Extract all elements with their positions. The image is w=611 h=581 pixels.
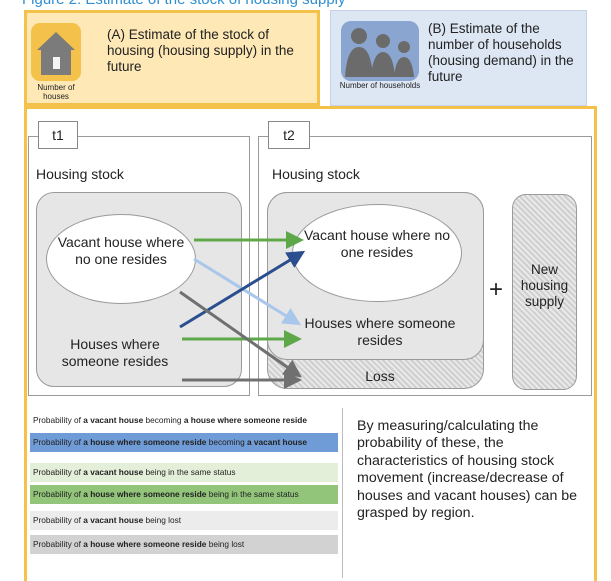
probability-row: Probability of a house where someone res…: [30, 485, 338, 504]
section-a-text: (A) Estimate of the stock of housing (ho…: [107, 27, 294, 74]
probability-emphasis: a house where someone reside: [83, 489, 207, 499]
probability-emphasis: a vacant house: [83, 415, 144, 425]
probability-emphasis: a house where someone reside: [83, 539, 207, 549]
probability-text: Probability of: [33, 437, 84, 447]
section-b-text: (B) Estimate of the number of households…: [428, 21, 574, 84]
probability-emphasis: a house where someone reside: [83, 437, 207, 447]
probability-row: Probability of a vacant house being lost: [30, 511, 338, 530]
main-frame: [24, 106, 597, 581]
t2-occupied-label: Houses where someone resides: [304, 315, 456, 348]
vacant-lost-arrow: [179, 290, 302, 378]
probability-row: Probability of a house where someone res…: [30, 535, 338, 554]
probability-text: being lost: [206, 539, 245, 549]
section-a-box: Number of houses (A) Estimate of the sto…: [24, 10, 320, 106]
t1-vacant-ellipse: [46, 214, 196, 304]
people-icon: [341, 21, 419, 81]
figure-title: Figure 2: Estimate of the stock of housi…: [22, 0, 346, 8]
t2-housing-stock-label: Housing stock: [272, 166, 360, 182]
section-b-box: Number of households (B) Estimate of the…: [330, 10, 587, 106]
vacant-to-occupied-arrow: [193, 257, 302, 326]
occupied-to-vacant-arrow: [179, 250, 306, 329]
t2-vacant-label: Vacant house where no one resides: [303, 227, 451, 260]
t1-tag: t1: [38, 121, 78, 149]
t2-loss-label: Loss: [365, 368, 395, 384]
probability-text: becoming: [206, 437, 247, 447]
main-frame-top-border: [24, 106, 597, 109]
probability-text: being lost: [143, 515, 182, 525]
house-icon: [31, 23, 81, 81]
probability-text: Probability of: [33, 489, 84, 499]
probability-text: Probability of: [33, 515, 84, 525]
probability-emphasis: a house where someone reside: [183, 415, 307, 425]
probability-text: Probability of: [33, 415, 84, 425]
t1-occupied-label: Houses where someone resides: [61, 336, 169, 369]
new-supply-label: New housing supply: [520, 262, 569, 309]
households-icon-label: Number of households: [339, 81, 421, 90]
probability-row: Probability of a vacant house being in t…: [30, 463, 338, 482]
new-supply-box: [512, 194, 577, 390]
probability-emphasis: a vacant house: [83, 515, 144, 525]
probability-text: being in the same status: [143, 467, 236, 477]
probability-emphasis: a vacant house: [83, 467, 144, 477]
probability-text: Probability of: [33, 467, 84, 477]
t1-housing-stock-label: Housing stock: [36, 166, 124, 182]
probability-text: becoming: [143, 415, 184, 425]
t1-vacant-label: Vacant house where no one resides: [57, 234, 185, 267]
houses-icon-label: Number of houses: [37, 83, 75, 101]
probability-emphasis: a vacant house: [247, 437, 307, 447]
plus-sign: +: [489, 276, 504, 303]
description-text: By measuring/calculating the probability…: [357, 418, 578, 522]
probability-row: Probability of a vacant house becoming a…: [30, 411, 338, 430]
probability-text: Probability of: [33, 539, 84, 549]
list-divider: [342, 408, 343, 578]
t2-tag: t2: [268, 121, 310, 149]
probability-text: being in the same status: [206, 489, 299, 499]
probability-row: Probability of a house where someone res…: [30, 433, 338, 452]
